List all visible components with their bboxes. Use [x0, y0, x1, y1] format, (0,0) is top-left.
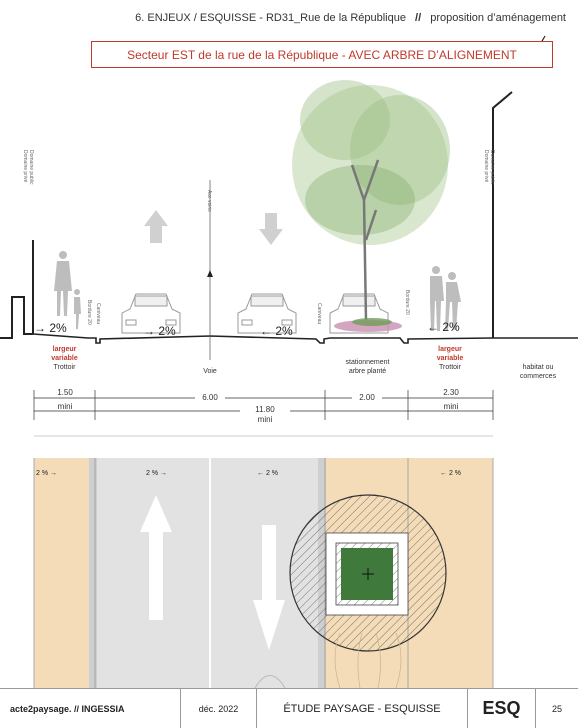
page-footer: acte2paysage. // INGESSIA déc. 2022 ÉTUD… [0, 688, 578, 728]
dim-voie: 6.00 [195, 393, 225, 402]
plan-arrow-down-icon [253, 525, 285, 650]
zone-trottoir-left: largeur variable Trottoir [51, 346, 78, 371]
dim-trottoir-left-mini: mini [57, 402, 73, 411]
axe-arrow [207, 270, 213, 277]
header-subtitle: proposition d’aménagement [430, 12, 566, 24]
axe-voirie-label: Axe voirie [206, 190, 212, 212]
slope-voie-left: → 2% [143, 324, 176, 338]
header-separator: // [415, 12, 422, 24]
cross-section-drawing [0, 35, 578, 688]
zone-voie: Voie [203, 368, 217, 375]
domain-label-right: Domaine public Domaine privé [483, 150, 495, 185]
caniveau-label-right: Caniveau [316, 303, 322, 325]
arrow-down-icon [259, 213, 283, 245]
bordure-label-left: Bordure 20 [86, 300, 92, 325]
people-left-icon [54, 251, 81, 329]
section-banner: Secteur EST de la rue de la République -… [91, 41, 553, 68]
zone-habitat: habitat ou commerces [519, 364, 557, 380]
footer-brand: acte2paysage. // INGESSIA [0, 689, 181, 728]
plan-car-outline [254, 675, 286, 688]
zone-stationnement: stationnement arbre planté [345, 359, 390, 375]
header-section: 6. ENJEUX / ESQUISSE - RD31_Rue de la Ré… [135, 12, 406, 24]
arrow-up-icon [144, 210, 168, 243]
caniveau-label-left: Caniveau [95, 303, 101, 325]
dim-trottoir-right-mini: mini [443, 402, 459, 411]
dim-total: 11.80 [240, 405, 290, 414]
right-building-line [492, 91, 513, 338]
tree-icon [292, 80, 450, 332]
zone-trottoir-right: largeur variable Trottoir [436, 346, 464, 371]
dim-stationnement: 2.00 [352, 393, 382, 402]
plan-slope-voie-left: 2 % → [146, 470, 168, 477]
car-left-icon [121, 293, 181, 334]
plan-slope-trottoir-right: ← 2 % [440, 470, 462, 477]
page-header: 6. ENJEUX / ESQUISSE - RD31_Rue de la Ré… [135, 12, 566, 24]
slope-trottoir-right: ← 2% [427, 320, 460, 334]
plan-slope-voie-right: ← 2 % [257, 470, 279, 477]
dim-trottoir-right: 2.30 [426, 388, 476, 397]
slope-trottoir-left: → 2% [34, 321, 67, 335]
footer-date: déc. 2022 [181, 689, 257, 728]
dim-trottoir-left: 1.50 [40, 388, 90, 397]
bordure-label-right: Bordure 20 [404, 290, 410, 315]
car-middle-icon [237, 293, 297, 334]
ground-profile [32, 333, 578, 344]
plan-view [33, 458, 494, 688]
dim-total-mini: mini [257, 415, 273, 424]
footer-code: ESQ [468, 689, 536, 728]
plan-slope-trottoir-left: 2 % → [36, 470, 58, 477]
slope-voie-right: ← 2% [260, 324, 293, 338]
left-building-line [0, 296, 33, 339]
footer-title: ÉTUDE PAYSAGE - ESQUISSE [257, 689, 468, 728]
plan-arrow-up-icon [140, 495, 172, 620]
domain-label-left: Domaine public Domaine privé [22, 150, 34, 185]
people-right-icon [430, 266, 461, 331]
footer-page-number: 25 [551, 703, 562, 714]
